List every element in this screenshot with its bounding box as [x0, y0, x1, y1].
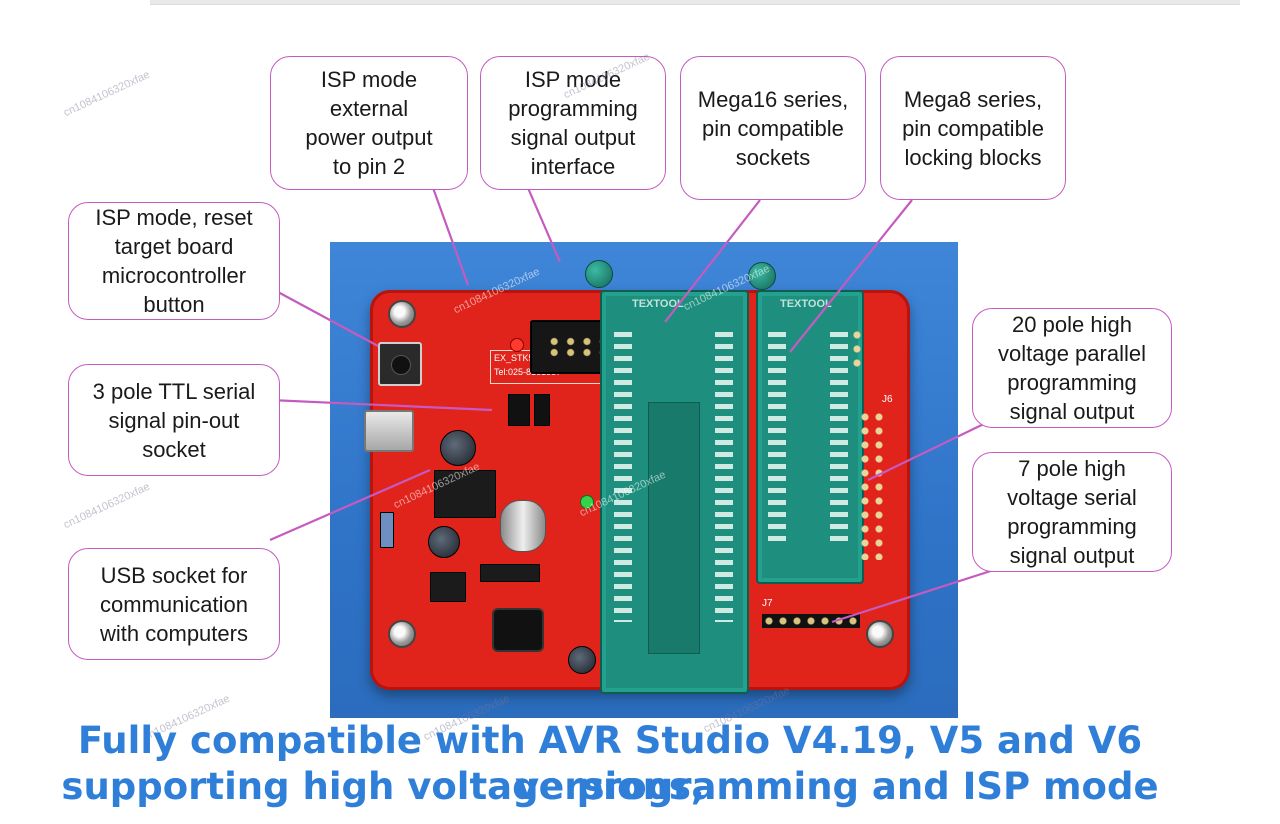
callout-isp-reset-button: ISP mode, reset target board microcontro…: [68, 202, 280, 320]
mounting-screw-bottom-right: [866, 620, 894, 648]
eeprom-chip: [430, 572, 466, 602]
voltage-regulator: [480, 564, 540, 582]
mega16-zif-socket[interactable]: TEXTOOL: [600, 290, 749, 694]
socket-brand-label: TEXTOOL: [780, 298, 832, 310]
crystal-oscillator: [500, 500, 546, 552]
capacitor: [568, 646, 596, 674]
pcb-board: EX_STK500(Ver6.1) Tel:025-8161587 TEXTOO…: [364, 260, 910, 694]
socket-brand-label: TEXTOOL: [632, 298, 684, 310]
watermark: cn1084106320xfae: [61, 68, 152, 120]
board-phone-label: Tel:025-8161587: [494, 367, 562, 377]
ttl-serial-jumper: [534, 394, 550, 426]
callout-mega8-locking-blocks: Mega8 series, pin compatible locking blo…: [880, 56, 1066, 200]
watermark: cn1084106320xfae: [61, 480, 152, 532]
status-led: [580, 495, 594, 509]
mounting-screw-top-left: [388, 300, 416, 328]
callout-mega16-sockets: Mega16 series, pin compatible sockets: [680, 56, 866, 200]
power-jack: [492, 608, 544, 652]
callout-usb-socket: USB socket for communication with comput…: [68, 548, 280, 660]
callout-isp-external-power: ISP mode external power output to pin 2: [270, 56, 468, 190]
callout-isp-signal-interface: ISP mode programming signal output inter…: [480, 56, 666, 190]
mounting-screw-bottom-left: [388, 620, 416, 648]
usb-serial-chip: [434, 470, 496, 518]
top-border: [150, 0, 1240, 5]
reset-button[interactable]: [378, 342, 422, 386]
caption-line-1: Fully compatible with AVR Studio V4.19, …: [77, 719, 1143, 808]
j6-label: J6: [882, 394, 893, 405]
callout-hv-parallel-output: 20 pole high voltage parallel programmin…: [972, 308, 1172, 428]
socket-lever-knob[interactable]: [585, 260, 613, 288]
hv-parallel-20-pin-header: [858, 410, 886, 560]
callout-ttl-serial-socket: 3 pole TTL serial signal pin-out socket: [68, 364, 280, 476]
power-led: [510, 338, 524, 352]
capacitor: [428, 526, 460, 558]
mega8-zif-socket[interactable]: TEXTOOL: [756, 290, 864, 584]
hv-serial-7-pin-header: [762, 614, 860, 628]
callout-hv-serial-output: 7 pole high voltage serial programming s…: [972, 452, 1172, 572]
jumper-pins: [850, 328, 864, 370]
ttl-serial-header: [508, 394, 530, 426]
usb-socket[interactable]: [364, 410, 414, 452]
j7-label: J7: [762, 598, 773, 609]
capacitor: [440, 430, 476, 466]
resistor: [380, 512, 394, 548]
caption-line-2: supporting high voltage programming and …: [61, 765, 1159, 808]
